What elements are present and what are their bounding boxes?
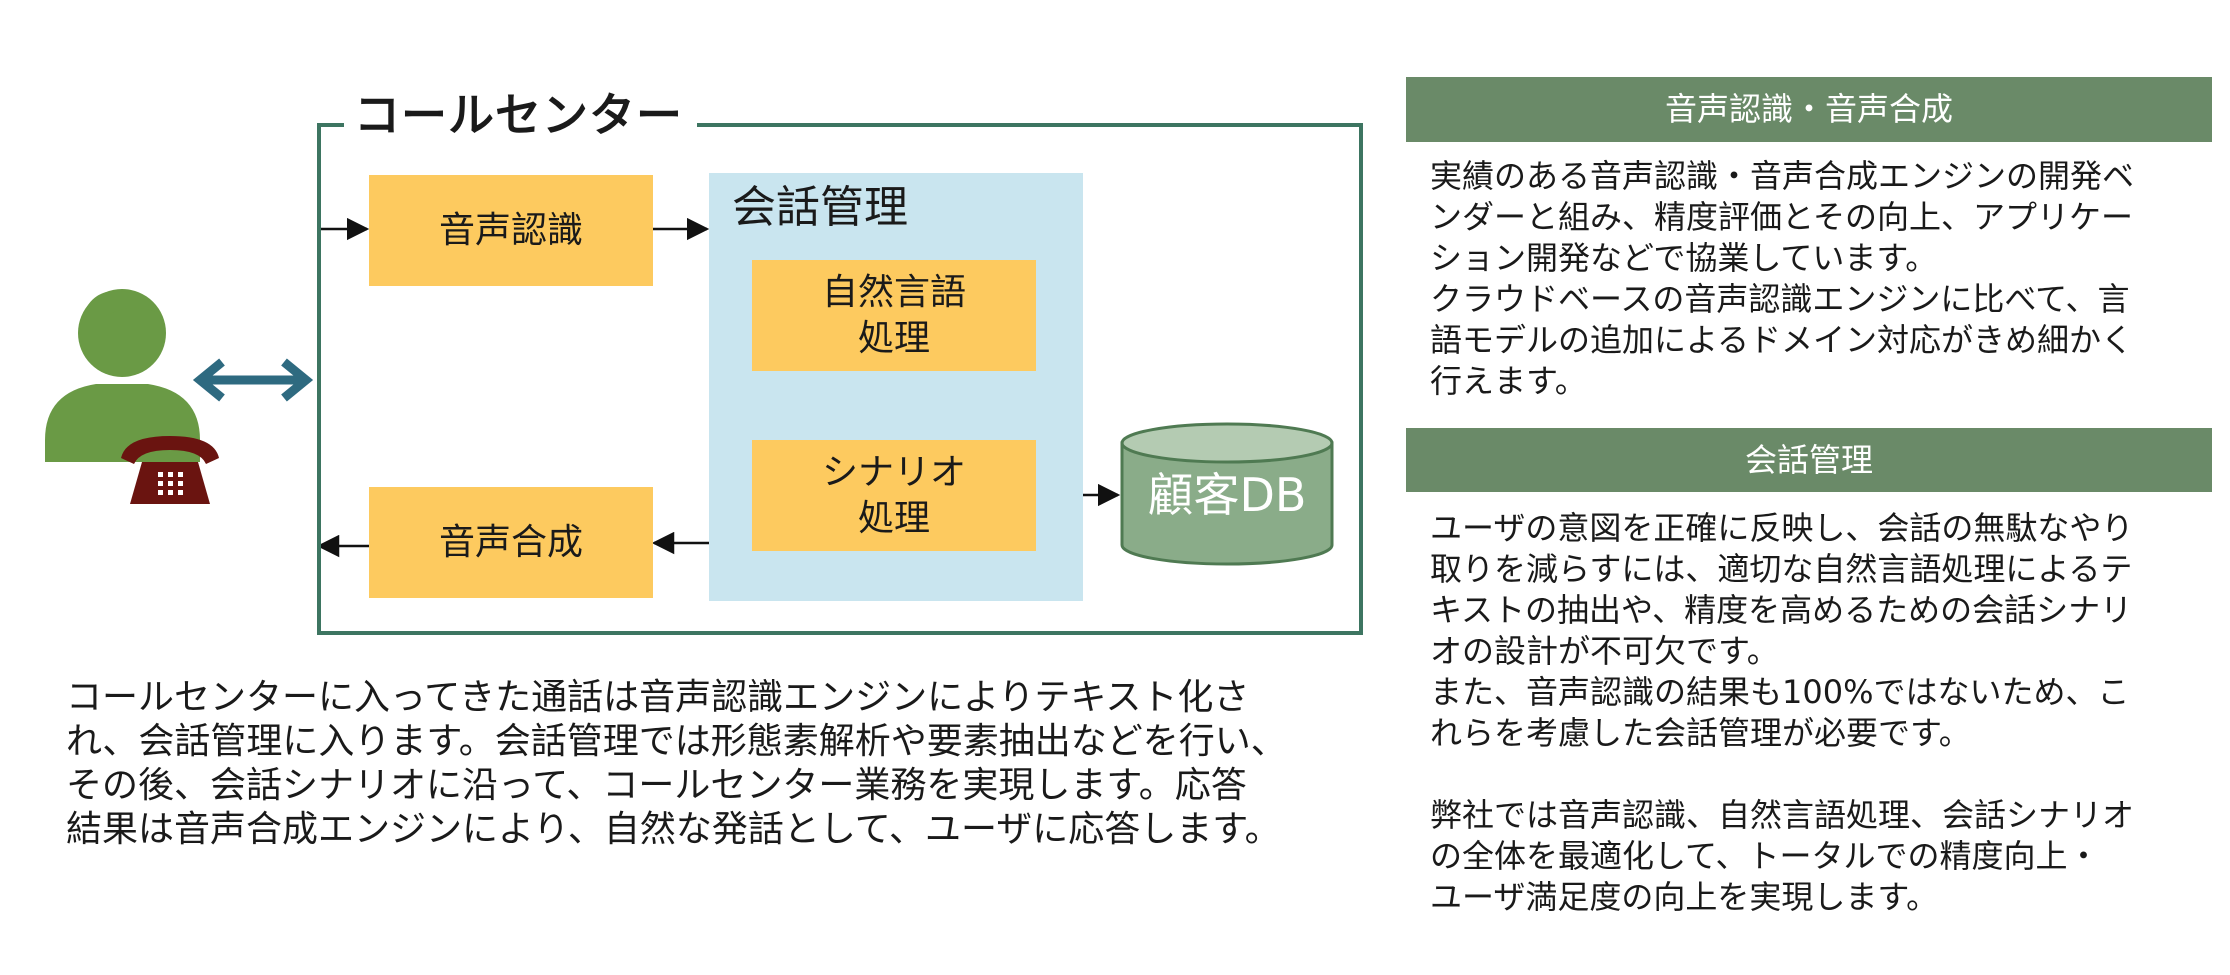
paragraph-line: 弊社では音声認識、自然言語処理、会話シナリオ: [1430, 796, 2135, 834]
paragraph-line: ション開発などで協業しています。: [1430, 239, 1938, 277]
double-arrow-icon: [192, 358, 314, 402]
nlp-box-line: 自然言語: [821, 271, 966, 313]
nlp-box: 自然言語 処理: [752, 260, 1036, 371]
section-header-conversation: 会話管理: [1406, 428, 2212, 492]
customer-db-label: 顧客DB: [1147, 468, 1307, 522]
paragraph-line: キストの抽出や、精度を高めるための会話シナリ: [1430, 591, 2133, 629]
section-speech-paragraph: 実績のある音声認識・音声合成エンジンの開発ベ ンダーと組み、精度評価とその向上、…: [1430, 156, 2190, 279]
paragraph-line: ユーザ満足度の向上を実現します。: [1430, 878, 1939, 916]
nlp-box-line: 処理: [857, 317, 930, 359]
paragraph-line: 語モデルの追加によるドメイン対応がきめ細かく: [1430, 321, 2134, 359]
database-icon: [1120, 422, 1334, 566]
description-text: コールセンターに入ってきた通話は音声認識エンジンによりテキスト化さ れ、会話管理…: [66, 676, 1386, 852]
paragraph-line: ユーザの意図を正確に反映し、会話の無駄なやり: [1430, 509, 2134, 547]
paragraph-line: また、音声認識の結果も100%ではないため、こ: [1430, 673, 2130, 711]
paragraph-line: の全体を最適化して、トータルでの精度向上・: [1430, 837, 2100, 875]
section-header-speech: 音声認識・音声合成: [1406, 77, 2212, 142]
section-conversation-paragraph: 弊社では音声認識、自然言語処理、会話シナリオ の全体を最適化して、トータルでの精…: [1430, 795, 2190, 918]
conversation-management-title: 会話管理: [732, 182, 908, 233]
description-line: 結果は音声合成エンジンにより、自然な発話として、ユーザに応答します。: [66, 809, 1281, 850]
paragraph-line: オの設計が不可欠です。: [1430, 632, 1779, 670]
speech-synthesis-box: 音声合成: [369, 487, 653, 598]
paragraph-line: ンダーと組み、精度評価とその向上、アプリケー: [1430, 198, 2134, 236]
scenario-box-line: 処理: [857, 497, 930, 539]
scenario-box-line: シナリオ: [821, 451, 966, 493]
paragraph-line: クラウドベースの音声認識エンジンに比べて、言: [1430, 280, 2130, 318]
section-speech-paragraph: クラウドベースの音声認識エンジンに比べて、言 語モデルの追加によるドメイン対応が…: [1430, 279, 2190, 402]
paragraph-line: 行えます。: [1430, 362, 1587, 400]
description-line: その後、会話シナリオに沿って、コールセンター業務を実現します。応答: [66, 765, 1247, 806]
speech-recognition-box: 音声認識: [369, 175, 653, 286]
description-line: コールセンターに入ってきた通話は音声認識エンジンによりテキスト化さ: [66, 677, 1250, 718]
paragraph-line: 実績のある音声認識・音声合成エンジンの開発ベ: [1430, 157, 2135, 195]
user-icon: [45, 289, 200, 462]
telephone-icon: [121, 436, 219, 504]
paragraph-line: れらを考慮した会話管理が必要です。: [1430, 714, 1971, 752]
section-conversation-paragraph: また、音声認識の結果も100%ではないため、こ れらを考慮した会話管理が必要です…: [1430, 672, 2190, 754]
paragraph-line: 取りを減らすには、適切な自然言語処理によるテ: [1430, 550, 2133, 588]
call-center-title: コールセンター: [344, 84, 697, 146]
call-center-frame: [317, 123, 1363, 635]
description-line: れ、会話管理に入ります。会話管理では形態素解析や要素抽出などを行い、: [66, 721, 1287, 762]
section-conversation-paragraph: ユーザの意図を正確に反映し、会話の無駄なやり 取りを減らすには、適切な自然言語処…: [1430, 508, 2190, 672]
scenario-box: シナリオ 処理: [752, 440, 1036, 551]
